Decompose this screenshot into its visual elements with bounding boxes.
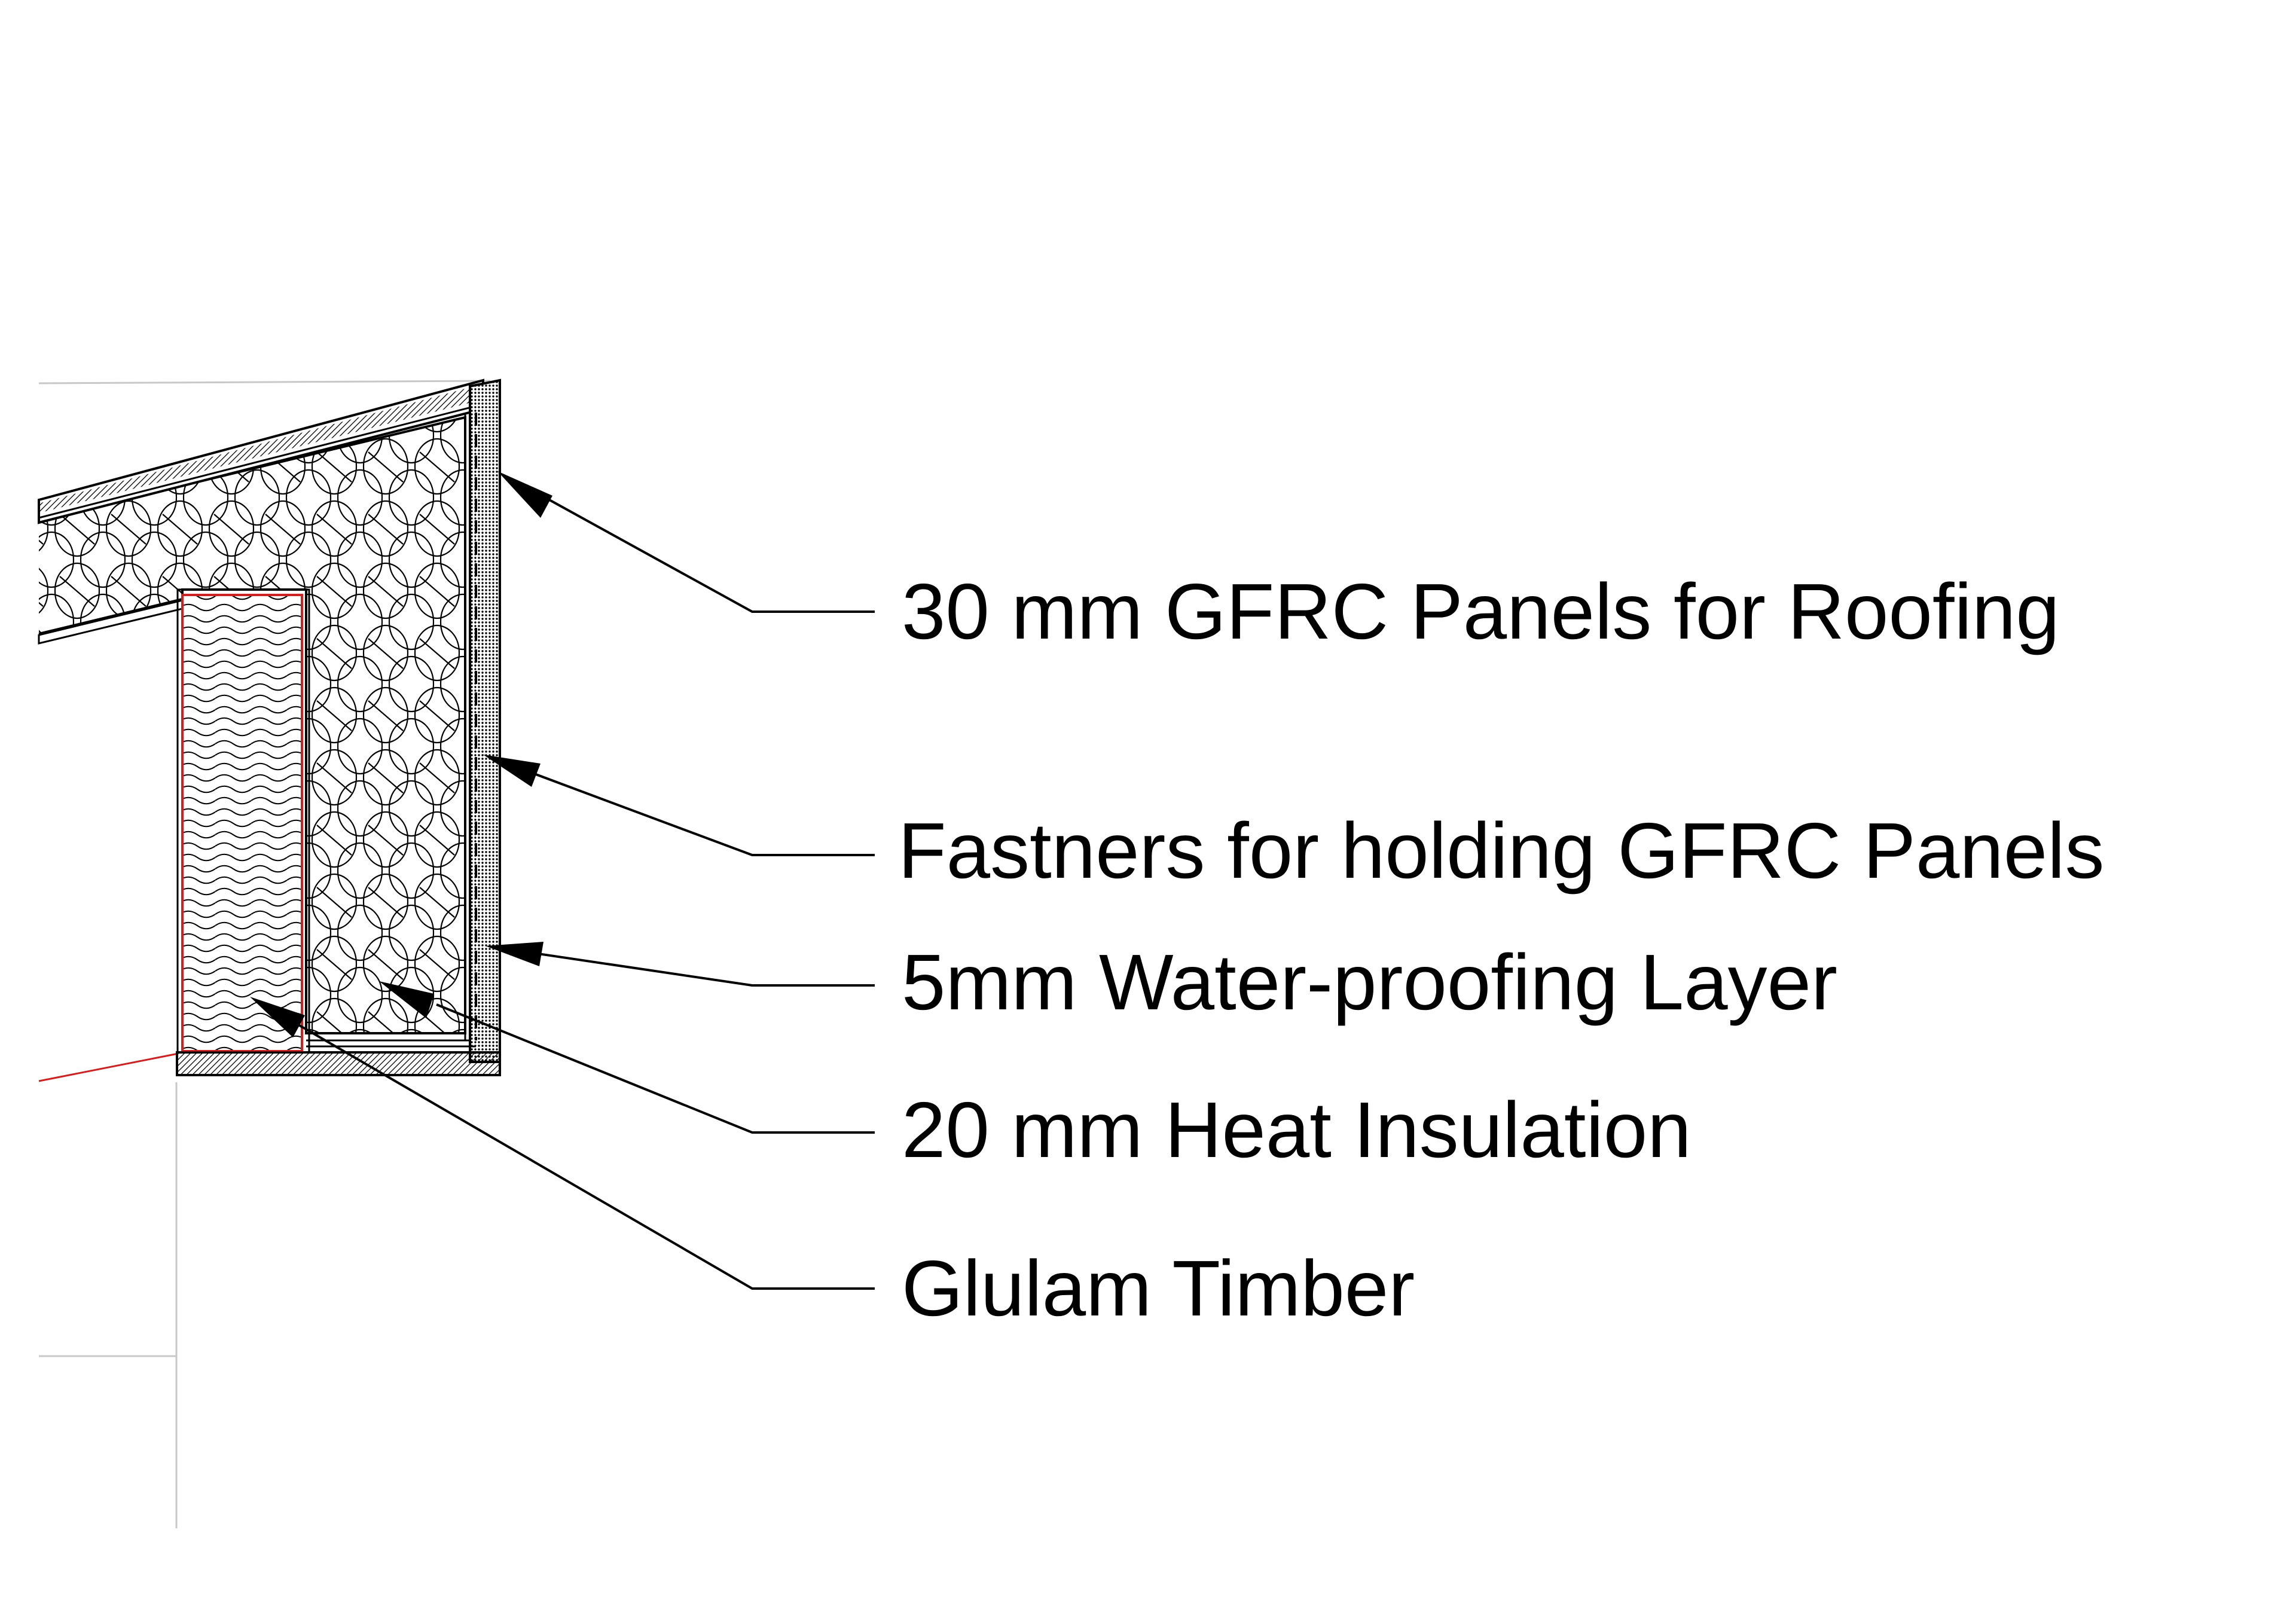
callout-label-gfrc-panels: 30 mm GFRC Panels for Roofing [902, 567, 2060, 655]
roof-datum-line [38, 380, 491, 384]
callout-label-glulam-timber: Glulam Timber [902, 1244, 1415, 1332]
leader-lines [280, 482, 875, 1290]
timber-reference-line [38, 1052, 179, 1082]
callout-label-heat-insulation: 20 mm Heat Insulation [902, 1086, 1692, 1174]
callout-label-fasteners: Fastners for holding GFRC Panels [898, 807, 2105, 895]
callout-label-waterproofing: 5mm Water-proofing Layer [902, 938, 1837, 1026]
guide-lines [38, 380, 491, 1528]
leader-arrowheads [250, 471, 552, 1037]
gfrc-cladding-panel [469, 378, 501, 1063]
soffit-panel [176, 1051, 501, 1076]
glulam-timber-beam [176, 588, 310, 1054]
roof-deck-layers [38, 378, 484, 645]
callout-labels: 30 mm GFRC Panels for Roofing Fastners f… [898, 567, 2105, 1332]
